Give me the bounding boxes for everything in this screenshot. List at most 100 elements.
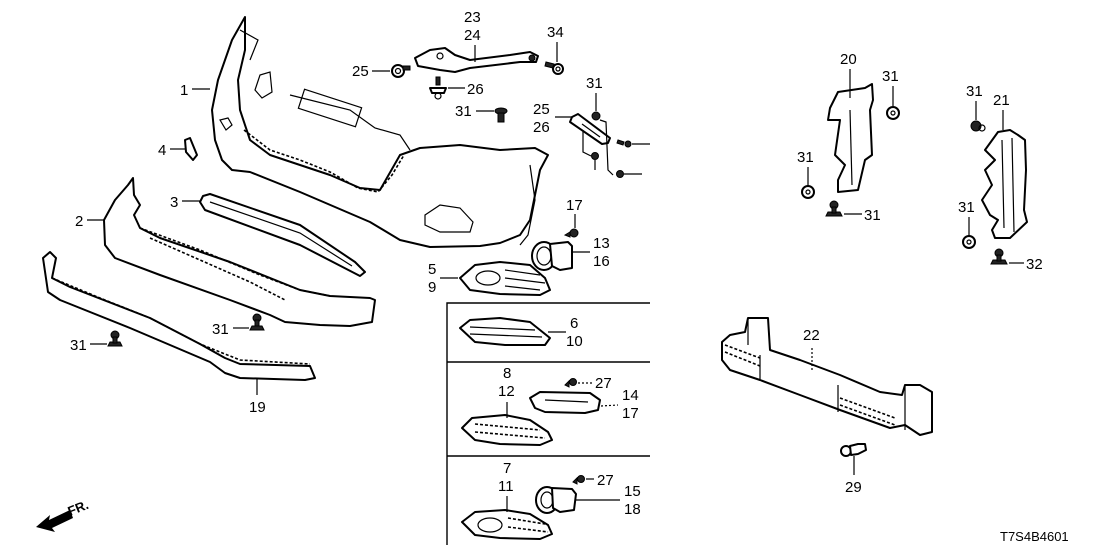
callout-31b: 31 [212,321,249,338]
diagram-code: T7S4B4601 [1000,529,1069,544]
flange-bolt[interactable] [840,443,867,457]
clip[interactable] [886,106,900,120]
screw[interactable] [544,61,564,75]
callout-31g: 31 [966,83,983,120]
fog-light-garnish[interactable] [459,261,551,296]
screw[interactable] [572,475,585,485]
callout-label: 22 [803,327,820,344]
lower-bumper-face[interactable] [103,177,376,327]
callout-label: 17 [622,405,639,422]
callout-label: 12 [498,383,515,400]
clip[interactable] [990,248,1008,265]
garnish-variant-a[interactable] [459,317,551,346]
callout-label: 31 [212,321,229,338]
callout-14-17: 14 17 [600,387,639,422]
bolt[interactable] [391,64,411,78]
callout-label: 25 [352,63,369,80]
drl-light[interactable] [529,391,601,414]
side-spacer-left[interactable] [981,129,1028,239]
callout-label: 27 [595,375,612,392]
callout-31c: 31 [455,103,494,120]
screw[interactable] [564,378,577,388]
callout-31d: 31 [882,68,899,106]
variants-box [446,302,650,545]
callout-label: 3 [170,194,178,211]
callout-22: 22 [803,327,820,372]
garnish-variant-b[interactable] [461,414,553,446]
callout-label: 11 [498,478,514,495]
upper-bracket[interactable] [414,47,539,73]
screw[interactable] [563,228,579,238]
callout-label: 31 [958,199,975,216]
callout-label: 31 [70,337,87,354]
screw[interactable] [616,139,632,148]
callout-label: 23 [464,9,481,26]
callout-33b [582,130,596,170]
clip[interactable] [494,107,508,123]
callout-label: 1 [180,82,188,99]
garnish-variant-c[interactable] [461,509,553,540]
clip[interactable] [970,120,986,132]
callout-31i: 32 [1009,256,1043,273]
callout-label: 9 [428,279,436,296]
fr-label: FR. [66,497,91,519]
clip[interactable] [801,185,815,199]
callout-27c: 27 [586,472,614,489]
clip[interactable] [962,235,976,249]
callout-label: 21 [993,92,1010,109]
clip[interactable] [249,313,265,331]
callout-28a: 25 [352,63,390,80]
callout-29: 29 [845,456,862,496]
callout-label: 4 [158,142,166,159]
lower-grille[interactable] [199,193,366,277]
callout-19: 19 [249,378,266,416]
fog-light[interactable] [531,241,573,271]
callout-31h: 31 [958,199,975,236]
callout-label: 16 [593,253,610,270]
callout-label: 18 [624,501,641,518]
nut[interactable] [616,170,624,178]
lower-lip-spoiler[interactable] [42,251,316,381]
callout-15-18: 15 18 [576,483,641,518]
nut[interactable] [591,111,601,121]
callout-label: 14 [622,387,639,404]
callout-label: 10 [566,333,583,350]
callout-27a: 17 [566,197,583,228]
callout-label: 34 [547,24,564,41]
callout-6-10: 6 10 [548,315,583,350]
side-bracket[interactable] [569,113,611,145]
callout-label: 2 [75,213,83,230]
callout-8-12: 8 12 [498,365,515,418]
callout-label: 20 [840,51,857,68]
front-bumper-face[interactable] [211,16,549,248]
callout-label: 31 [797,149,814,166]
callout-label: 24 [464,27,481,44]
callout-2: 2 [75,213,104,230]
callout-25-26: 25 26 [533,101,573,136]
callout-27b: 27 [578,375,612,392]
clip[interactable] [825,200,843,217]
callout-23-24: 23 24 [464,9,481,62]
callout-label: 19 [249,399,266,416]
front-direction-indicator: FR. [36,497,91,532]
callout-7-11: 7 11 [498,460,514,512]
callout-label: 7 [503,460,511,477]
fog-light-variant[interactable] [535,486,577,514]
clip[interactable] [107,330,123,347]
screw[interactable] [591,152,599,160]
callout-5-9: 5 9 [428,261,458,296]
bumper-beam[interactable] [721,317,933,436]
callout-32: 34 [547,24,564,62]
callout-30: 31 [586,75,614,176]
callout-label: 5 [428,261,436,278]
bolt[interactable] [429,76,447,100]
callout-label: 31 [966,83,983,100]
callout-28b: 26 [448,81,484,98]
tow-hook-cover[interactable] [184,137,198,161]
callout-31e: 31 [797,149,814,186]
callout-1: 1 [180,82,210,99]
side-spacer-right[interactable] [827,83,874,193]
callout-3: 3 [170,194,200,211]
callout-label: 17 [566,197,583,214]
